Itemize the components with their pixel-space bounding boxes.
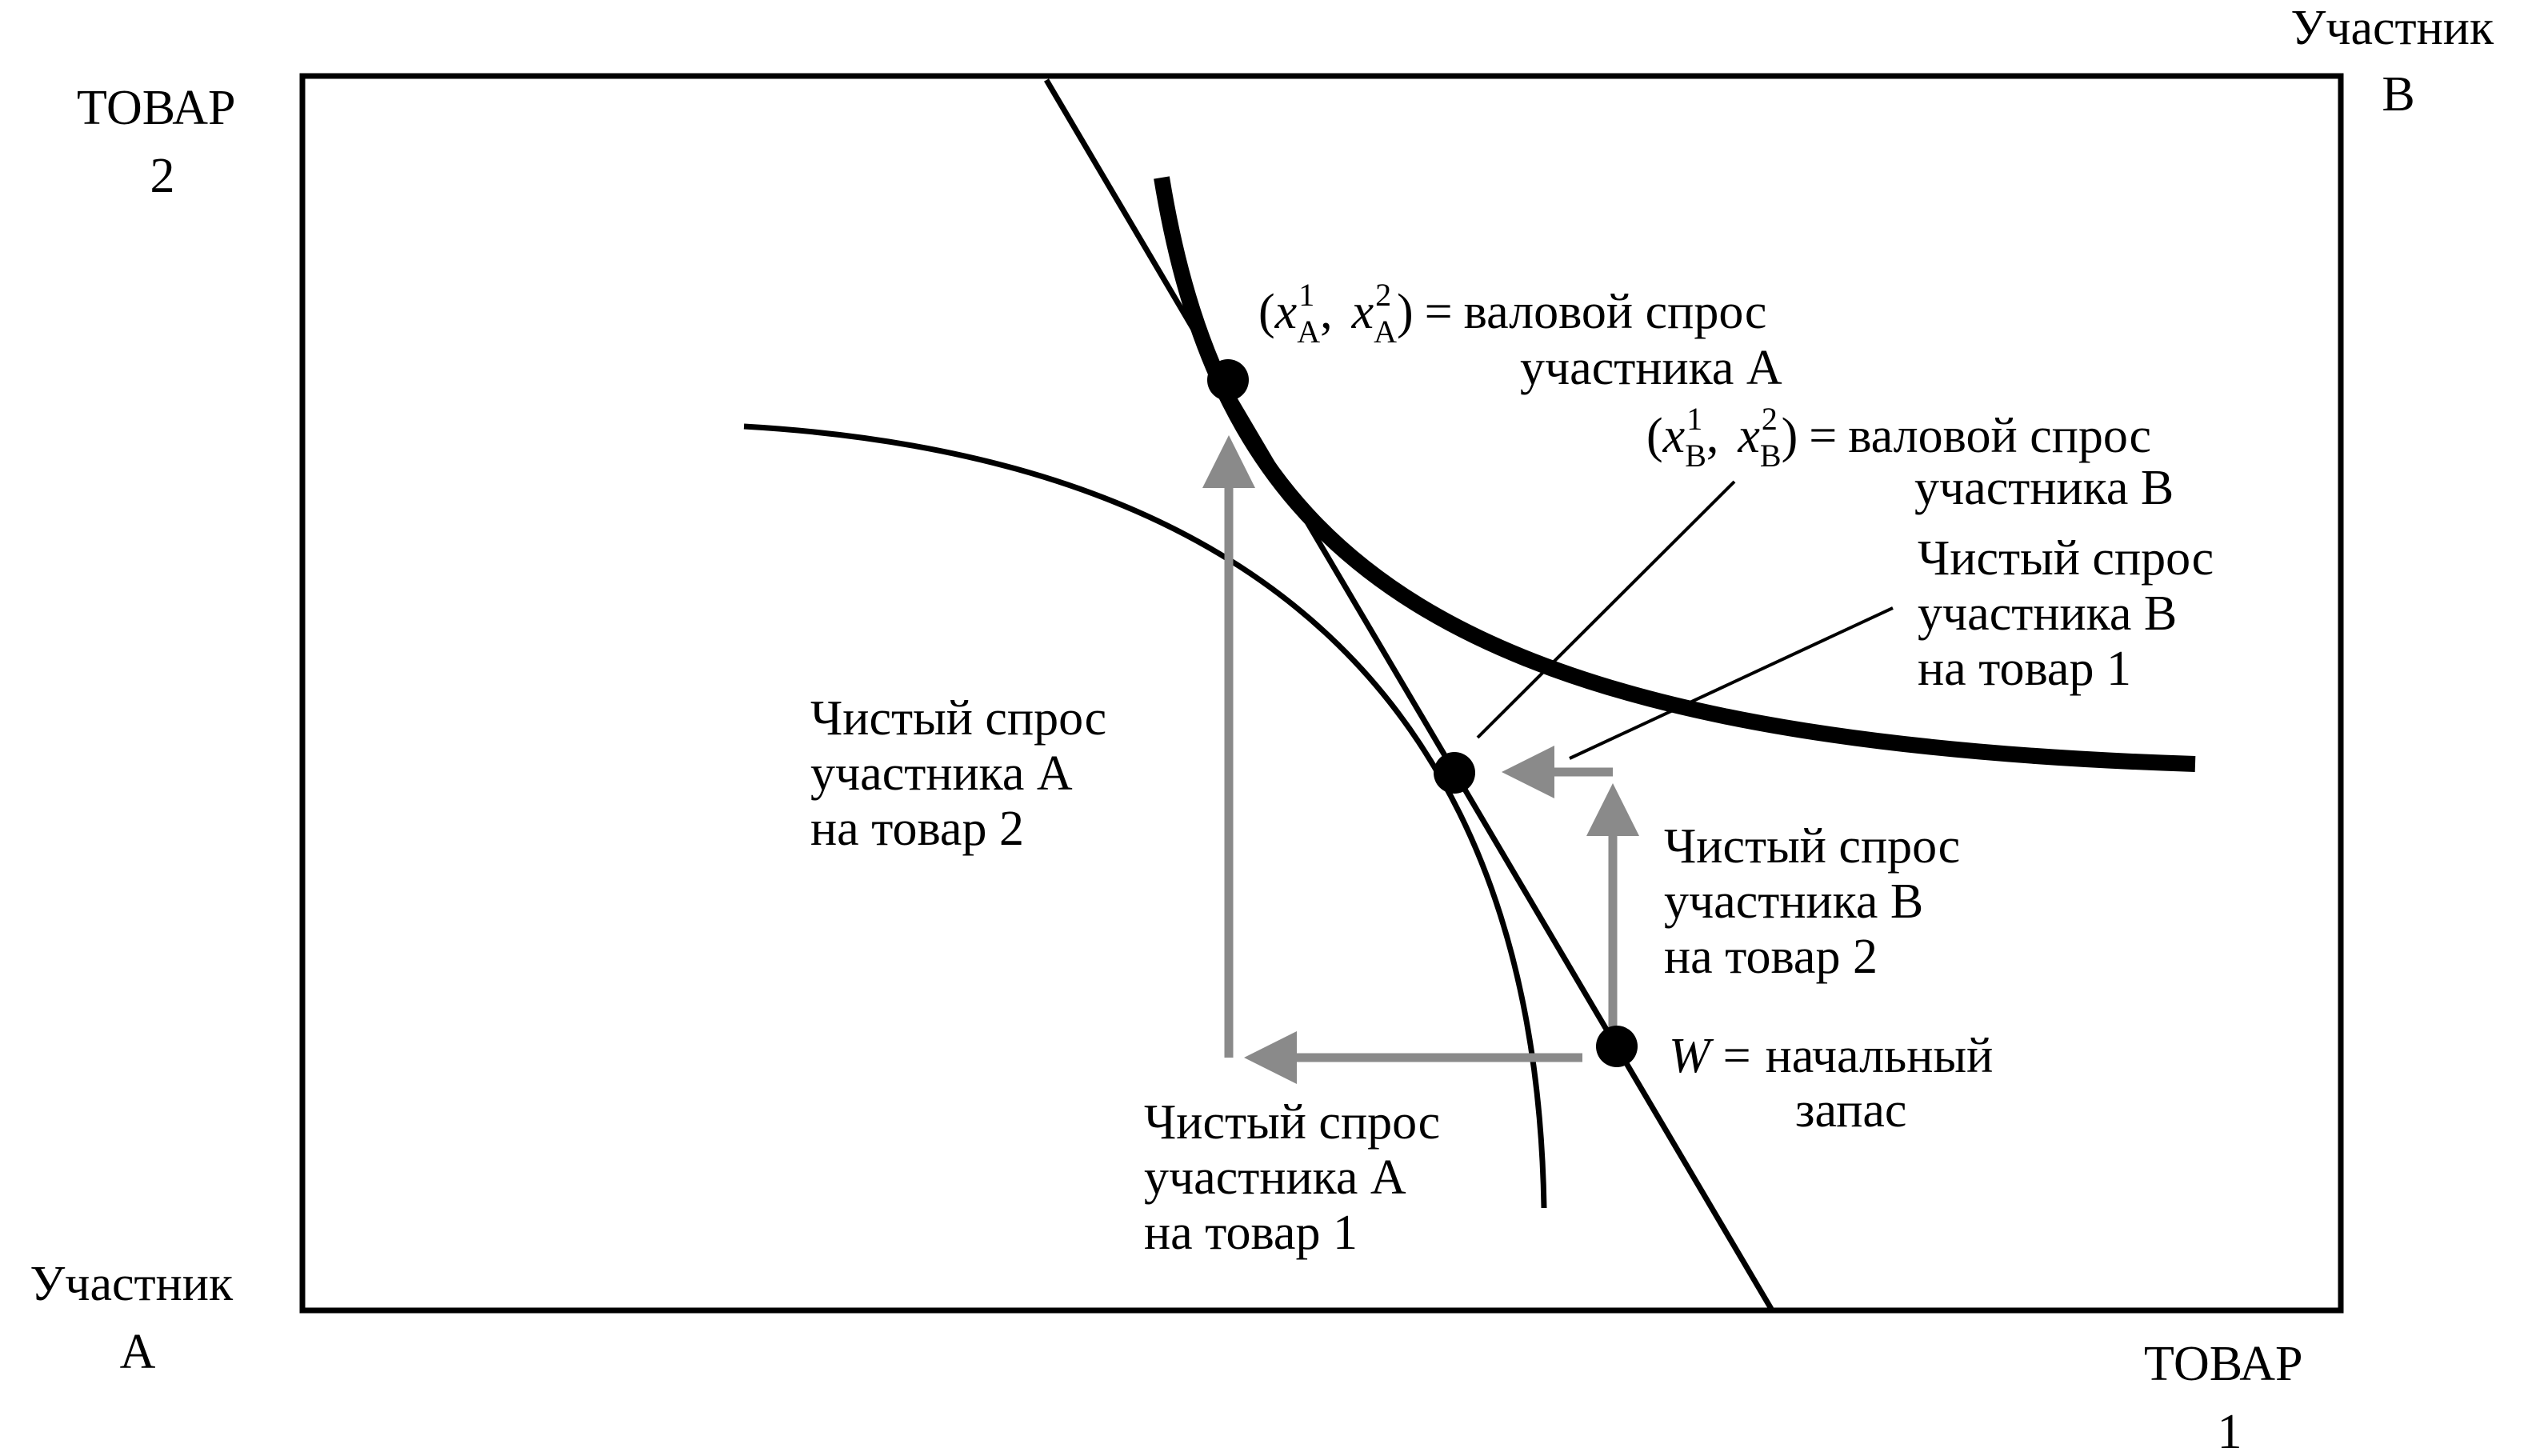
indifference-curve-b bbox=[1154, 176, 2196, 772]
net-demand-a-good2-label: Чистый спрос участника A на товар 2 bbox=[810, 691, 1119, 856]
participant-b-label: Участник B bbox=[2290, 1, 2506, 122]
leader-line-net-b-good1 bbox=[1569, 606, 1894, 760]
leader-line-gross-b bbox=[1476, 480, 1736, 739]
gross-demand-b-label-line2: участника B bbox=[1914, 461, 2174, 515]
gross-demand-a-point bbox=[1207, 359, 1249, 401]
edgeworth-box-frame bbox=[299, 73, 2344, 1314]
net-demand-b-good1-label: Чистый спрос участника B на товар 1 bbox=[1918, 531, 2226, 696]
endowment-label-line2: запас bbox=[1795, 1083, 1906, 1138]
net-demand-b-good2-label: Чистый спрос участника B на товар 2 bbox=[1664, 819, 1973, 984]
good1-axis-label: ТОВАР 1 bbox=[2144, 1337, 2315, 1456]
endowment-label: W=начальный bbox=[1669, 1029, 1993, 1083]
participant-a-label: Участник A bbox=[30, 1257, 245, 1379]
net-demand-a-good1-label: Чистый спрос участника A на товар 1 bbox=[1144, 1095, 1453, 1260]
gross-demand-a-label-line2: участника A bbox=[1520, 341, 1782, 395]
budget-line bbox=[1043, 78, 1774, 1310]
gross-demand-b-point bbox=[1434, 752, 1475, 794]
good2-axis-label: ТОВАР 2 bbox=[77, 81, 248, 203]
indifference-curve-a bbox=[743, 423, 1547, 1209]
endowment-point bbox=[1596, 1026, 1638, 1067]
